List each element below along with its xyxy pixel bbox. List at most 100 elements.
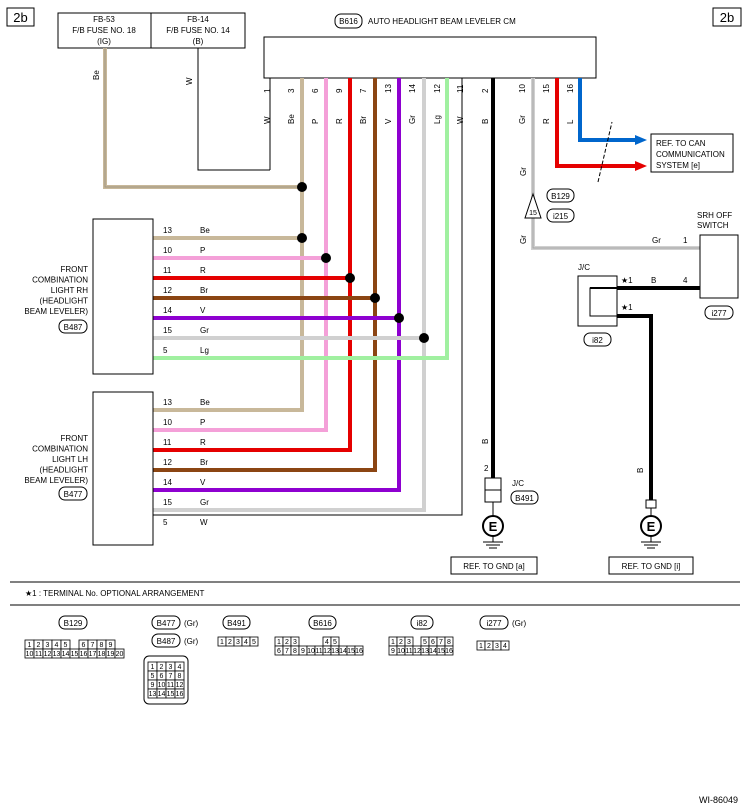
conn-b491-label: B491 — [227, 619, 246, 628]
connector-pin-label: 7 — [439, 639, 443, 646]
connector-pin-label: 6 — [82, 642, 86, 649]
lamp-pin-number: 15 — [163, 326, 172, 335]
connector-pin-label: 1 — [151, 664, 155, 671]
lamp-pin-wire-color: P — [200, 418, 205, 427]
srh-switch-name-1: SRH OFF — [697, 211, 732, 220]
conn-b129-label: B129 — [64, 619, 83, 628]
lamp-pin-number: 11 — [163, 266, 172, 275]
connector-pin-label: 15 — [437, 648, 445, 655]
cm-pin-wire-color: V — [384, 118, 393, 124]
connector-pin-label: 15 — [167, 691, 175, 698]
cm-pin-number: 6 — [311, 88, 320, 93]
connector-pin-label: 11 — [35, 651, 42, 658]
fuse-fb53-code: FB-53 — [93, 15, 115, 24]
lamp-pin-wire-color: Be — [200, 398, 210, 407]
connector-pin-label: 9 — [151, 682, 155, 689]
jc-right-star-2: ★1 — [621, 303, 633, 312]
right-gnd-ref-box — [608, 556, 694, 575]
connector-pin-label: 4 — [244, 639, 248, 646]
lamp-pin-number: 12 — [163, 458, 172, 467]
can-ref-line2: COMMUNICATION — [656, 150, 725, 159]
srh-pin-1: 1 — [683, 236, 688, 245]
lamp-label-line: COMBINATION — [32, 445, 88, 454]
lamp-label-line: FRONT — [60, 265, 88, 274]
connector-pin-label: 17 — [89, 651, 97, 658]
cm-pin-wire-color: L — [566, 119, 575, 124]
fuse-fb53-name: F/B FUSE NO. 18 — [72, 26, 136, 35]
connector-pin-label: 2 — [487, 643, 491, 650]
wire-fuse-w — [197, 48, 270, 171]
lamp-pin-wire-color: Be — [200, 226, 210, 235]
cm-pin-number: 12 — [433, 84, 442, 93]
right-gnd-ref: REF. TO GND [i] — [622, 562, 681, 571]
conn-i82-label: i82 — [417, 619, 428, 628]
connector-pin-label: 18 — [98, 651, 106, 658]
can-ref-line1: REF. TO CAN — [656, 139, 706, 148]
connector-pin-label: 7 — [285, 648, 289, 655]
fuse-fb14-code: FB-14 — [187, 15, 209, 24]
lamp-pin-number: 12 — [163, 286, 172, 295]
wire-pin6-p — [153, 78, 328, 432]
junction-dot — [297, 233, 307, 243]
connector-pin-cell — [174, 688, 185, 699]
can-arrow-blue — [635, 135, 647, 145]
connector-pin-label: 14 — [158, 691, 166, 698]
fuse-wire-be-label: Be — [92, 70, 101, 80]
connector-pin-label: 14 — [429, 648, 437, 655]
b129-label: B129 — [551, 192, 570, 201]
connector-pin-label: 3 — [46, 642, 50, 649]
junction-dot — [297, 182, 307, 192]
center-gnd-ref-box — [450, 556, 538, 575]
i82-label: i82 — [592, 336, 603, 345]
b487-label: B487 — [64, 323, 83, 332]
center-gnd-ref: REF. TO GND [a] — [463, 562, 525, 571]
cm-pin-wire-color: P — [311, 119, 320, 124]
connector-pin-label: 2 — [228, 639, 232, 646]
connector-pin-label: 14 — [62, 651, 70, 658]
connector-housing — [143, 655, 189, 705]
footnote-text: ★1 : TERMINAL No. OPTIONAL ARRANGEMENT — [25, 589, 204, 598]
can-twist-mark — [597, 121, 613, 183]
page-tag-right-text: 2b — [720, 10, 734, 25]
connector-pin-label: 5 — [333, 639, 337, 646]
connector-pin-label: 19 — [107, 651, 115, 658]
lamp-pin-wire-color: Br — [200, 458, 208, 467]
connector-pin-label: 3 — [169, 664, 173, 671]
fuse-fb14-name: F/B FUSE NO. 14 — [166, 26, 230, 35]
connector-pin-label: 10 — [307, 648, 315, 655]
connector-pin-label: 4 — [503, 643, 507, 650]
connector-pin-label: 1 — [28, 642, 32, 649]
cm-pin-wire-color: B — [481, 119, 490, 124]
i82-oval — [583, 332, 612, 347]
lamp-pin-number: 10 — [163, 246, 172, 255]
connector-pin-label: 9 — [109, 642, 113, 649]
right-gnd-terminal — [645, 499, 657, 509]
cm-pin-number: 1 — [263, 88, 272, 93]
lamp-pin-wire-color: R — [200, 266, 206, 275]
connector-pin-label: 20 — [116, 651, 124, 658]
b491-label: B491 — [515, 494, 534, 503]
connector-pin-label: 10 — [158, 682, 166, 689]
conn-i277-color: (Gr) — [512, 619, 527, 628]
conn-b477-label: B477 — [157, 619, 176, 628]
lamp-label-line: LIGHT LH — [52, 455, 88, 464]
lamp-pin-wire-color: Lg — [200, 346, 209, 355]
cm-pin-wire-color: W — [456, 116, 465, 124]
connector-pin-label: 1 — [220, 639, 224, 646]
connector-pin-label: 15 — [347, 648, 355, 655]
conn-b487-label: B487 — [157, 637, 176, 646]
cm-pin-number: 11 — [456, 84, 465, 93]
page-tag-left-text: 2b — [13, 10, 27, 25]
connector-pin-label: 6 — [277, 648, 281, 655]
lamp-label-line: BEAM LEVELER) — [24, 476, 88, 485]
b487-oval — [58, 319, 88, 334]
lamp-pin-wire-color: P — [200, 246, 205, 255]
cm-pin-wire-color: Lg — [433, 115, 442, 124]
connector-pin-label: 12 — [44, 651, 52, 658]
srh-wire-gr-label: Gr — [652, 236, 661, 245]
connector-pin-label: 13 — [421, 648, 429, 655]
